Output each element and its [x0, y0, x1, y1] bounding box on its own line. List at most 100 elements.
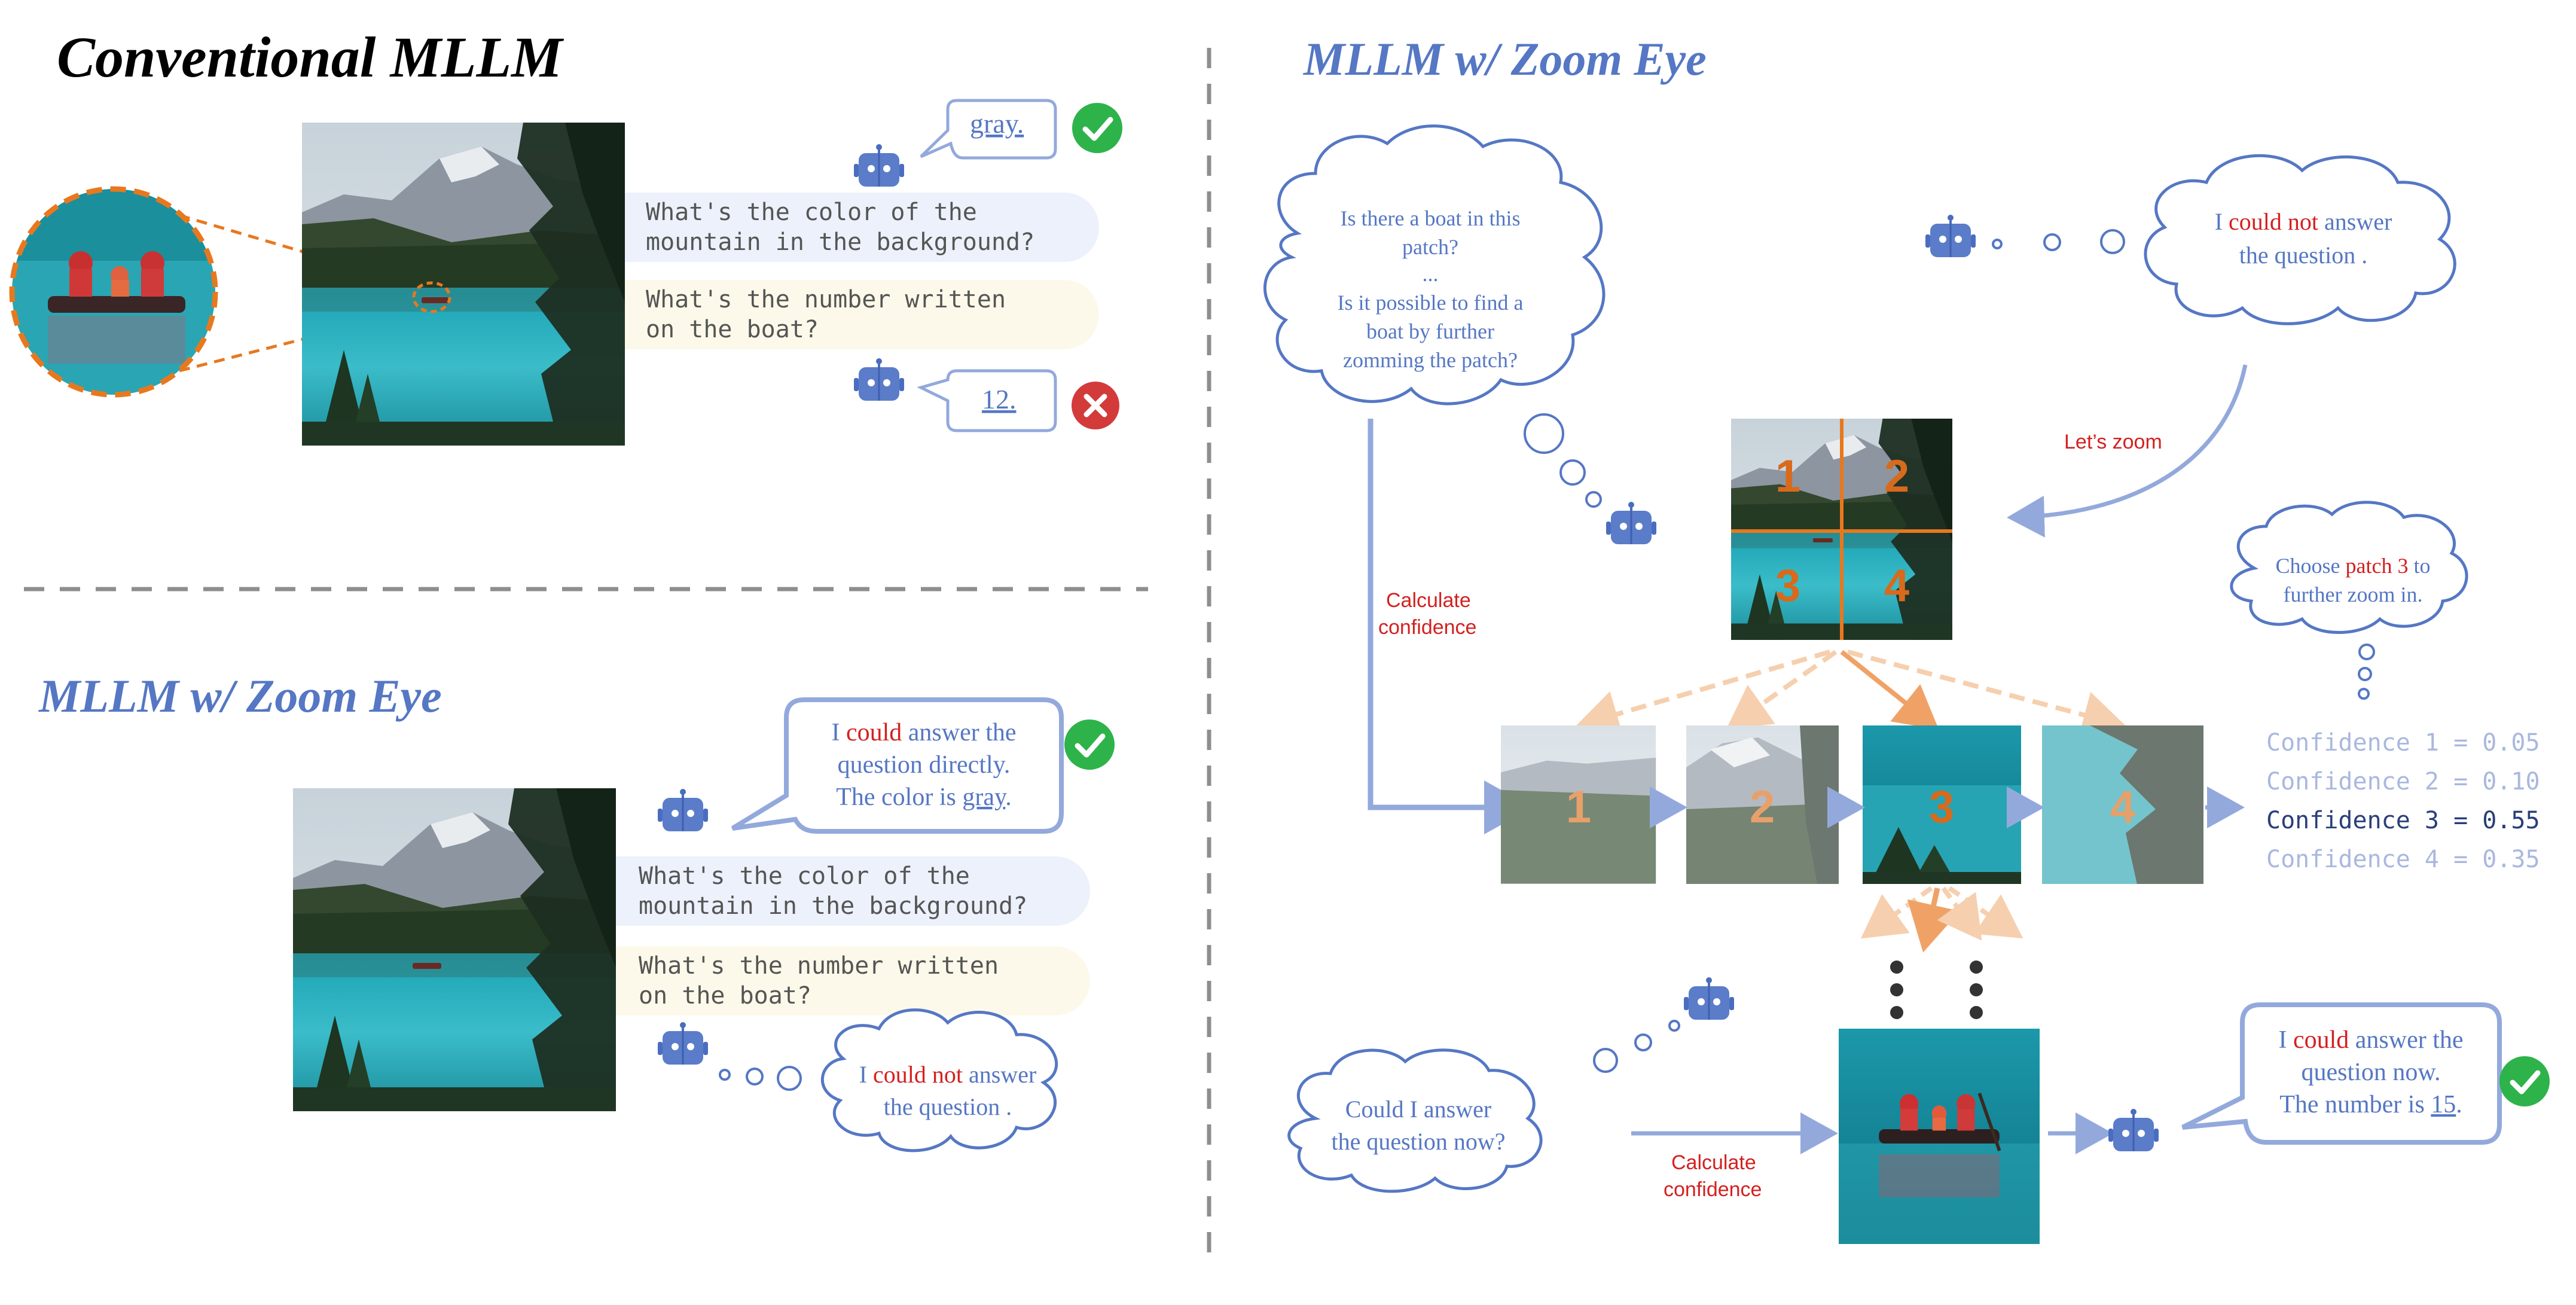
cloud1-line: Is it possible to find a: [1338, 291, 1524, 315]
lets-zoom-label: Let’s zoom: [2064, 431, 2162, 453]
thought-dot: [1585, 491, 1602, 508]
patch-3: [1863, 725, 2021, 884]
patch-label-3: 3: [1929, 782, 1954, 833]
robot-icon: [657, 1021, 709, 1066]
question-color-line1: What's the color of the: [646, 199, 977, 226]
lake-image-bottom: [293, 788, 616, 1111]
thought-dot: [2100, 229, 2125, 254]
patch-1: [1501, 725, 1656, 884]
confidence-2: Confidence 2 = 0.10: [2266, 768, 2540, 795]
robot-icon: [2107, 1108, 2160, 1152]
grid-label-4: 4: [1884, 560, 1909, 611]
grid-label-1: 1: [1775, 451, 1800, 502]
split-arrow-selected: [1907, 888, 1960, 953]
thought-cloud-patch-question: [1263, 124, 1606, 405]
final-answer-bubble: [2181, 1002, 2502, 1145]
direct-answer-bubble: [731, 697, 1064, 834]
calc-confidence-label2-line1: Calculate: [1671, 1151, 1756, 1174]
robot-icon: [853, 357, 905, 402]
answer-bubble-gray: [920, 99, 1057, 160]
cloud1-line: boat by further: [1366, 319, 1494, 343]
check-icon: [1072, 103, 1122, 153]
zoomed-boat-ellipse: [9, 186, 218, 398]
thought-dot: [746, 1068, 764, 1086]
robot-icon: [1683, 976, 1735, 1021]
cloud2-line1: I could not answer: [2215, 208, 2392, 235]
check-icon: [2499, 1056, 2550, 1106]
answer-bubble-12: [917, 369, 1057, 432]
question-number-line2: on the boat?: [646, 316, 819, 343]
robot-icon: [1924, 214, 1977, 258]
thought-dot: [777, 1066, 802, 1091]
cloud1-text: Is there a boat in this patch? ... Is it…: [1338, 206, 1524, 372]
patch-4: [2042, 725, 2203, 884]
continuation-dots: [1890, 961, 1983, 1019]
final-boat-image: [1839, 1029, 2040, 1244]
right-title: MLLM w/ Zoom Eye: [1302, 33, 1707, 85]
boat-highlight-circle: [412, 281, 451, 313]
calc-confidence-label1-line2: confidence: [1378, 616, 1476, 639]
thought-dot: [2358, 688, 2370, 700]
split-arrow: [1726, 650, 1838, 730]
direct-answer-line3: The color is gray.: [836, 783, 1012, 811]
grid-label-3: 3: [1775, 560, 1800, 611]
robot-icon: [853, 143, 905, 188]
question-color-line2: mountain in the background?: [639, 892, 1027, 920]
split-arrow: [1575, 650, 1831, 737]
left-bottom-title: MLLM w/ Zoom Eye: [38, 670, 442, 722]
thought-dot: [2358, 644, 2375, 660]
thought-dot: [1992, 239, 2003, 249]
patch-label-4: 4: [2110, 782, 2135, 833]
final-answer-line2: question now.: [2302, 1059, 2441, 1086]
direct-answer-line2: question directly.: [838, 751, 1011, 779]
check-icon: [1064, 719, 1115, 770]
answer-gray: gray.: [970, 108, 1024, 139]
thought-dot: [1668, 1020, 1680, 1032]
thought-dot: [2358, 667, 2372, 681]
final-answer-line1: I could answer the: [2278, 1026, 2463, 1054]
thought-cloud-cannot-answer: [2144, 154, 2456, 325]
patch-2: [1686, 725, 1839, 884]
question-chip-number: [625, 280, 1099, 349]
cloud2-line2: the question .: [2239, 242, 2367, 269]
split-arrow: [1948, 886, 2023, 939]
thought-cloud-choose-patch: [2230, 501, 2468, 634]
cloud1-line: Is there a boat in this: [1341, 206, 1521, 230]
lets-zoom-arrow: [2007, 364, 2248, 538]
thought-dot: [1593, 1048, 1618, 1073]
thought-dot: [2043, 233, 2061, 251]
lake-image-top: [302, 123, 625, 446]
thought-dot: [1524, 413, 1564, 454]
thought-dot: [1634, 1033, 1652, 1051]
question-chip-color: [625, 193, 1099, 262]
cloud1-line: ...: [1423, 262, 1439, 286]
confidence-1: Confidence 1 = 0.05: [2266, 729, 2540, 757]
thought-dot: [1559, 459, 1586, 486]
direct-answer-line1: I could answer the: [831, 719, 1016, 746]
thought-left-line2: the question .: [884, 1093, 1012, 1120]
question-color-line1: What's the color of the: [639, 862, 970, 890]
question-number-line1: What's the number written: [639, 952, 999, 980]
question-number-line2: on the boat?: [639, 982, 811, 1010]
grid-label-2: 2: [1884, 451, 1909, 502]
robot-icon: [657, 788, 709, 833]
patch-label-2: 2: [1750, 782, 1775, 833]
question-number-line1: What's the number written: [646, 286, 1006, 313]
choose-line1: Choose patch 3 to: [2276, 554, 2431, 578]
answer-12: 12.: [982, 384, 1017, 414]
cloud1-line: patch?: [1402, 235, 1458, 259]
split-arrow-selected: [1840, 650, 1939, 730]
patch-label-1: 1: [1566, 782, 1591, 833]
cloud1-line: zomming the patch?: [1343, 348, 1518, 372]
robot-icon: [1605, 501, 1658, 545]
left-top-title: Conventional MLLM: [57, 25, 564, 89]
final-answer-line3: The number is 15.: [2279, 1091, 2462, 1118]
calc-confidence-label2-line2: confidence: [1664, 1178, 1762, 1201]
calc-confidence-label1-line1: Calculate: [1386, 589, 1471, 612]
cloud3-line1: Could I answer: [1345, 1096, 1491, 1123]
split-arrow: [1937, 886, 1982, 941]
question-chip-color: [616, 856, 1090, 926]
confidence-3: Confidence 3 = 0.55: [2266, 807, 2540, 834]
thought-cloud-left: [821, 1008, 1058, 1152]
split-arrow: [1860, 886, 1933, 939]
